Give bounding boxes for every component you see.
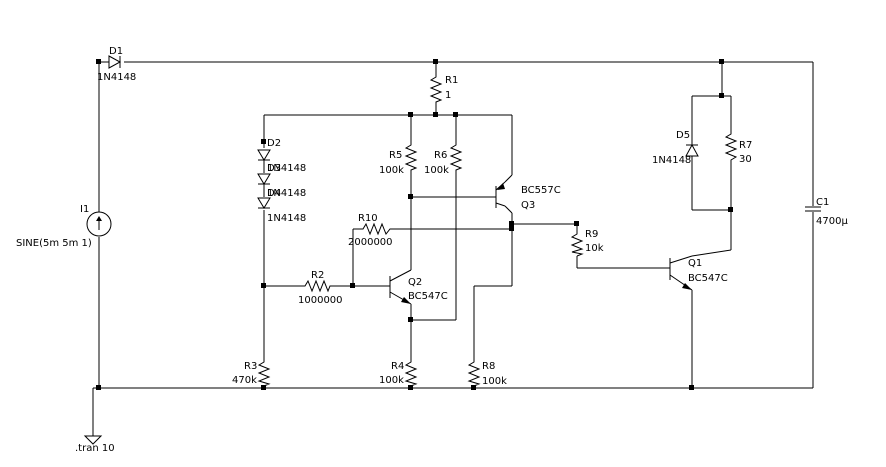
current-source-i1[interactable]: I1 SINE(5m 5m 1) xyxy=(16,204,112,249)
resistor-r9[interactable]: R9 10k xyxy=(570,229,604,257)
d2-ref: D2 xyxy=(267,138,281,149)
d5-value: 1N4148 xyxy=(652,155,691,166)
resistor-r1[interactable]: R1 1 xyxy=(429,72,458,105)
r3-ref: R3 xyxy=(244,361,257,372)
r1-value: 1 xyxy=(445,90,451,101)
r7-value: 30 xyxy=(739,154,752,165)
r2-value: 1000000 xyxy=(298,295,343,306)
resistor-r5[interactable]: R5 100k xyxy=(379,140,418,176)
capacitor-c1[interactable]: C1 4700µ xyxy=(805,197,848,227)
q1-ref: Q1 xyxy=(688,258,702,269)
i1-ref: I1 xyxy=(80,204,89,215)
d1-value: 1N4148 xyxy=(97,72,136,83)
c1-ref: C1 xyxy=(816,197,829,208)
q1-value: BC547C xyxy=(688,273,728,284)
resistor-r4[interactable]: R4 100k xyxy=(379,358,418,388)
r6-value: 100k xyxy=(424,165,449,176)
sim-directive[interactable]: .tran 10 xyxy=(75,443,115,454)
r9-ref: R9 xyxy=(585,229,598,240)
r3-value: 470k xyxy=(232,375,257,386)
diode-d4[interactable]: D4 1N4148 xyxy=(257,188,306,224)
r9-value: 10k xyxy=(585,243,604,254)
r8-ref: R8 xyxy=(482,361,495,372)
diode-d5[interactable]: D5 1N4148 xyxy=(652,130,699,166)
d4-value: 1N4148 xyxy=(267,213,306,224)
d1-ref: D1 xyxy=(109,46,123,57)
d3-ref: D3 xyxy=(267,163,281,174)
wires xyxy=(92,61,814,436)
i1-value: SINE(5m 5m 1) xyxy=(16,238,92,249)
d5-ref: D5 xyxy=(676,130,690,141)
ground-symbol xyxy=(83,435,103,445)
r7-ref: R7 xyxy=(739,140,752,151)
r4-ref: R4 xyxy=(391,361,404,372)
d4-ref: D4 xyxy=(267,188,281,199)
c1-value: 4700µ xyxy=(816,216,848,227)
resistor-r2[interactable]: R2 1000000 xyxy=(298,270,343,306)
transistor-q1[interactable]: Q1 BC547C xyxy=(669,255,728,291)
q2-ref: Q2 xyxy=(408,277,422,288)
r6-ref: R6 xyxy=(434,150,447,161)
r5-ref: R5 xyxy=(389,150,402,161)
q3-value: BC557C xyxy=(521,185,561,196)
transistor-q3[interactable]: BC557C Q3 xyxy=(495,181,561,211)
r2-ref: R2 xyxy=(311,270,324,281)
d3-value: 1N4148 xyxy=(267,188,306,199)
transistor-q2[interactable]: Q2 BC547C xyxy=(389,269,448,305)
resistor-r8[interactable]: R8 100k xyxy=(467,358,507,388)
resistor-r3[interactable]: R3 470k xyxy=(232,358,271,388)
r10-ref: R10 xyxy=(358,213,378,224)
diode-d1[interactable]: D1 1N4148 xyxy=(97,46,136,83)
resistor-r6[interactable]: R6 100k xyxy=(424,140,463,176)
d2-value: 1N4148 xyxy=(267,163,306,174)
resistor-r7[interactable]: R7 30 xyxy=(724,130,752,180)
resistor-r10[interactable]: R10 2000000 xyxy=(348,213,393,248)
r10-value: 2000000 xyxy=(348,237,393,248)
r4-value: 100k xyxy=(379,375,404,386)
diode-d2[interactable]: D2 1N4148 xyxy=(257,138,306,174)
r1-ref: R1 xyxy=(445,75,458,86)
r8-value: 100k xyxy=(482,376,507,387)
r5-value: 100k xyxy=(379,165,404,176)
junctions xyxy=(96,59,733,390)
q3-ref: Q3 xyxy=(521,200,535,211)
diode-d3[interactable]: D3 1N4148 xyxy=(257,163,306,199)
q2-value: BC547C xyxy=(408,291,448,302)
